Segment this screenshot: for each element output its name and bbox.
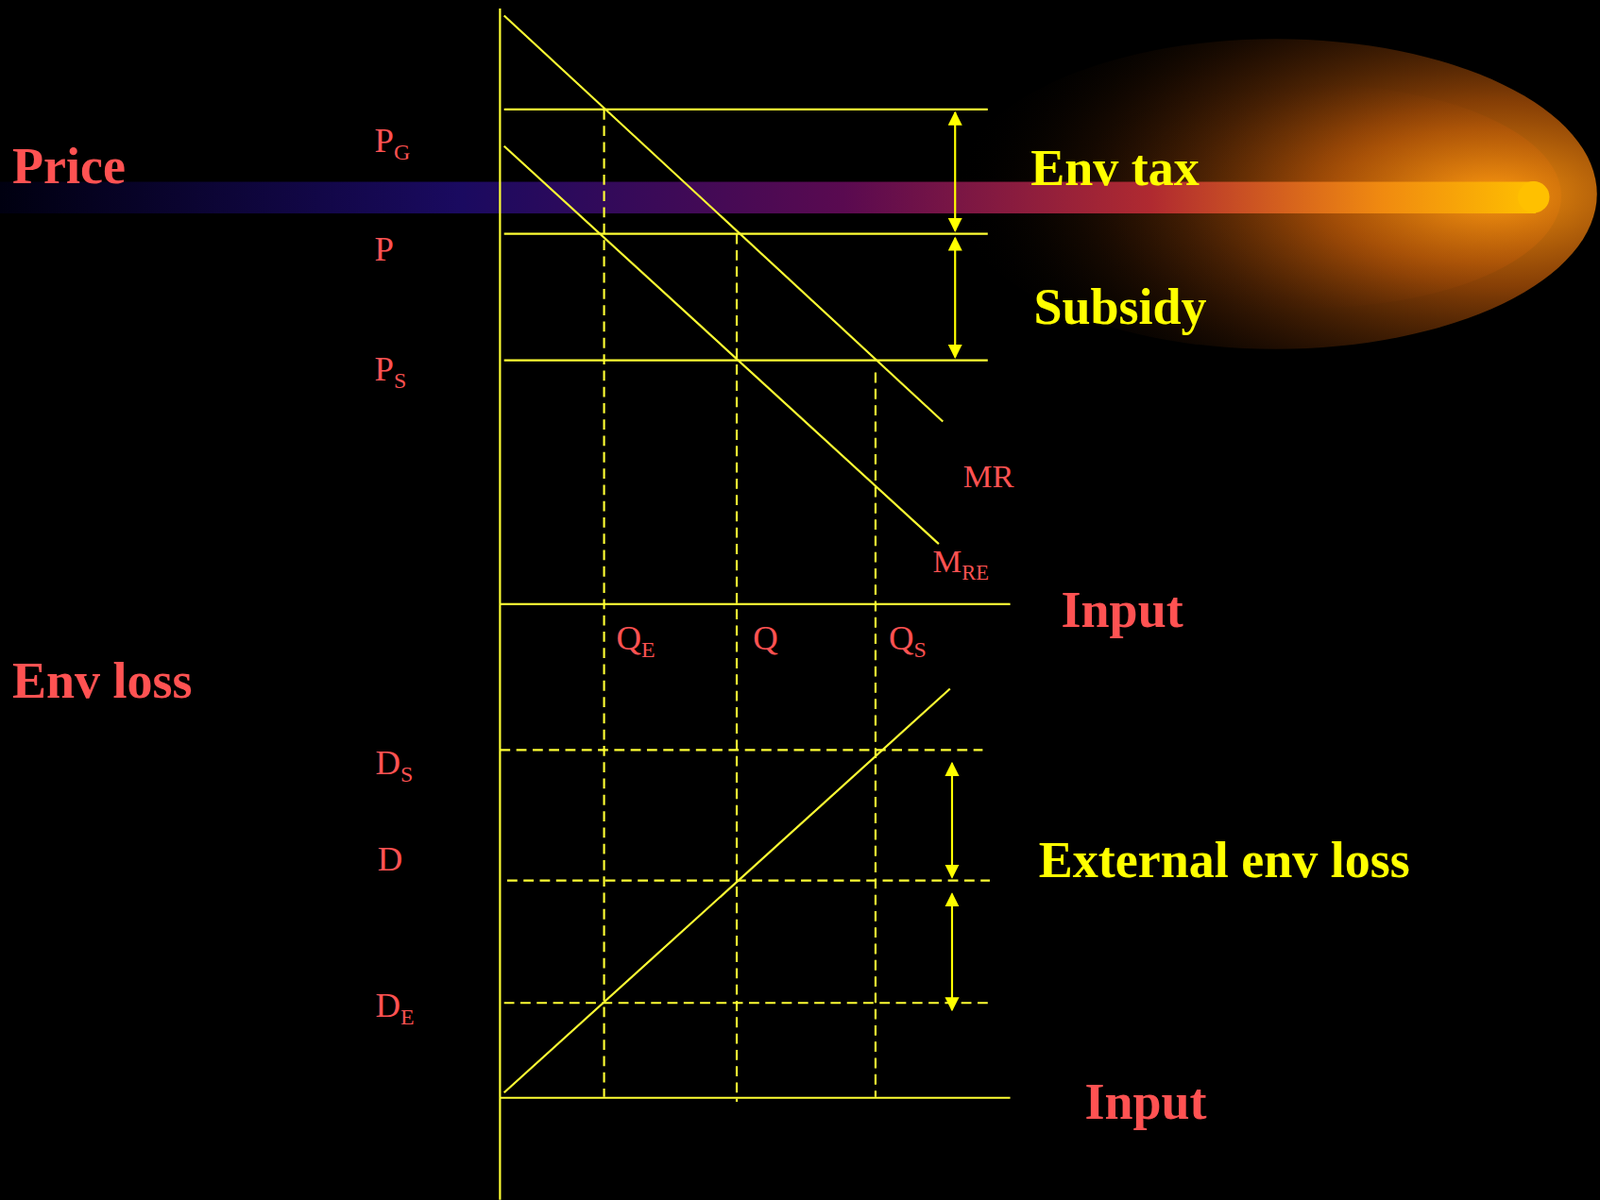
quantity-label: Q	[752, 621, 779, 657]
illustration-part	[0, 182, 1536, 214]
illustration-part	[499, 1097, 1010, 1100]
illustration-part	[1517, 181, 1549, 213]
price-label: P	[374, 232, 393, 268]
illustration-part	[953, 112, 956, 231]
illustration-part	[499, 603, 1010, 606]
illustration-part	[951, 763, 954, 878]
price-label: PG	[374, 123, 410, 159]
dashed-guides	[499, 109, 990, 1103]
illustration-part	[504, 108, 988, 111]
illustration-part	[735, 234, 738, 1103]
axis-title: Price	[12, 140, 126, 192]
comet-decoration	[0, 38, 1598, 349]
illustration-part	[874, 373, 877, 1098]
illustration-part	[602, 109, 605, 1098]
illustration-part	[499, 748, 983, 751]
illustration-part	[953, 238, 956, 358]
curve-label: MRE	[932, 544, 988, 579]
loss-label: DE	[375, 988, 415, 1024]
chart-lines	[499, 8, 1010, 1200]
gap-label: Env tax	[1030, 142, 1200, 194]
price-label: PS	[374, 352, 407, 388]
illustration-part	[504, 15, 944, 422]
quantity-label: QS	[888, 621, 927, 657]
loss-label: D	[377, 842, 404, 878]
quantity-label: QE	[616, 621, 656, 657]
illustration-part	[951, 894, 954, 1011]
illustration-part	[504, 146, 939, 545]
axis-title: Input	[1061, 584, 1184, 636]
illustration-part	[504, 233, 988, 236]
illustration-part	[507, 880, 990, 883]
illustration-part	[504, 359, 988, 362]
axis-title: Input	[1084, 1076, 1207, 1128]
gap-label: External env loss	[1038, 834, 1411, 886]
gap-label: Subsidy	[1033, 281, 1207, 333]
axis-title: Env loss	[12, 655, 193, 707]
illustration-part	[504, 1002, 990, 1005]
loss-label: DS	[375, 746, 414, 782]
curve-label: MR	[963, 459, 1015, 494]
